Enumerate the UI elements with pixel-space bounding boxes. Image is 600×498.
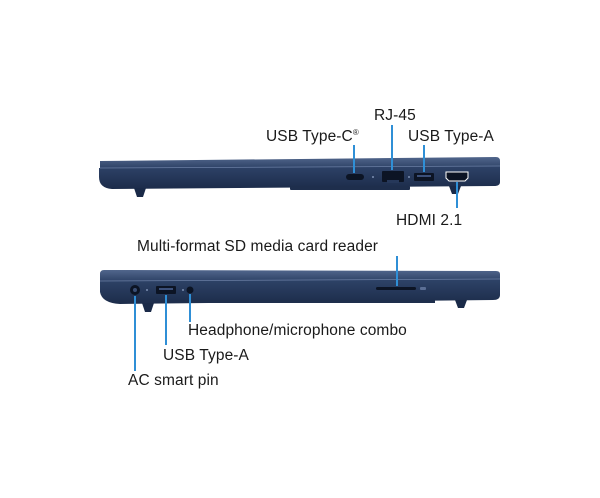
usb-c-port bbox=[346, 174, 364, 180]
headphone-jack-port bbox=[186, 286, 194, 294]
usb-c-label-text: USB Type-C bbox=[266, 128, 353, 146]
sd-reader-label: Multi-format SD media card reader bbox=[137, 238, 379, 255]
ac-pin-label: AC smart pin bbox=[128, 372, 219, 389]
right-side-foot-rear bbox=[449, 186, 461, 194]
hdmi-label: HDMI 2.1 bbox=[396, 212, 463, 229]
right-side-lid bbox=[100, 157, 500, 169]
left-side-base bbox=[100, 279, 500, 304]
right-side-callouts bbox=[353, 125, 458, 208]
left-side-foot-front bbox=[142, 303, 154, 312]
right-side-hinge-strip bbox=[290, 186, 410, 190]
usb-c-registered-mark: ® bbox=[352, 128, 359, 137]
left-side-callouts bbox=[134, 256, 398, 371]
sd-card-slot bbox=[376, 287, 416, 290]
right-side-foot-front bbox=[134, 188, 146, 197]
left-side-bottom-strip bbox=[175, 300, 435, 303]
usb-a-left-label: USB Type-A bbox=[163, 347, 250, 364]
left-side-foot-rear bbox=[455, 300, 467, 308]
right-side-base bbox=[99, 166, 500, 189]
usb-a-right-label: USB Type-A bbox=[408, 128, 495, 145]
usb-c-label: USB Type-C® bbox=[266, 129, 359, 145]
laptop-left-side-view bbox=[99, 270, 501, 312]
headphone-label: Headphone/microphone combo bbox=[188, 322, 407, 339]
rj45-port bbox=[382, 171, 404, 182]
hdmi-port bbox=[446, 172, 468, 181]
laptop-right-side-view bbox=[99, 157, 501, 197]
left-side-lid bbox=[100, 270, 500, 282]
rj45-label: RJ-45 bbox=[374, 107, 416, 124]
